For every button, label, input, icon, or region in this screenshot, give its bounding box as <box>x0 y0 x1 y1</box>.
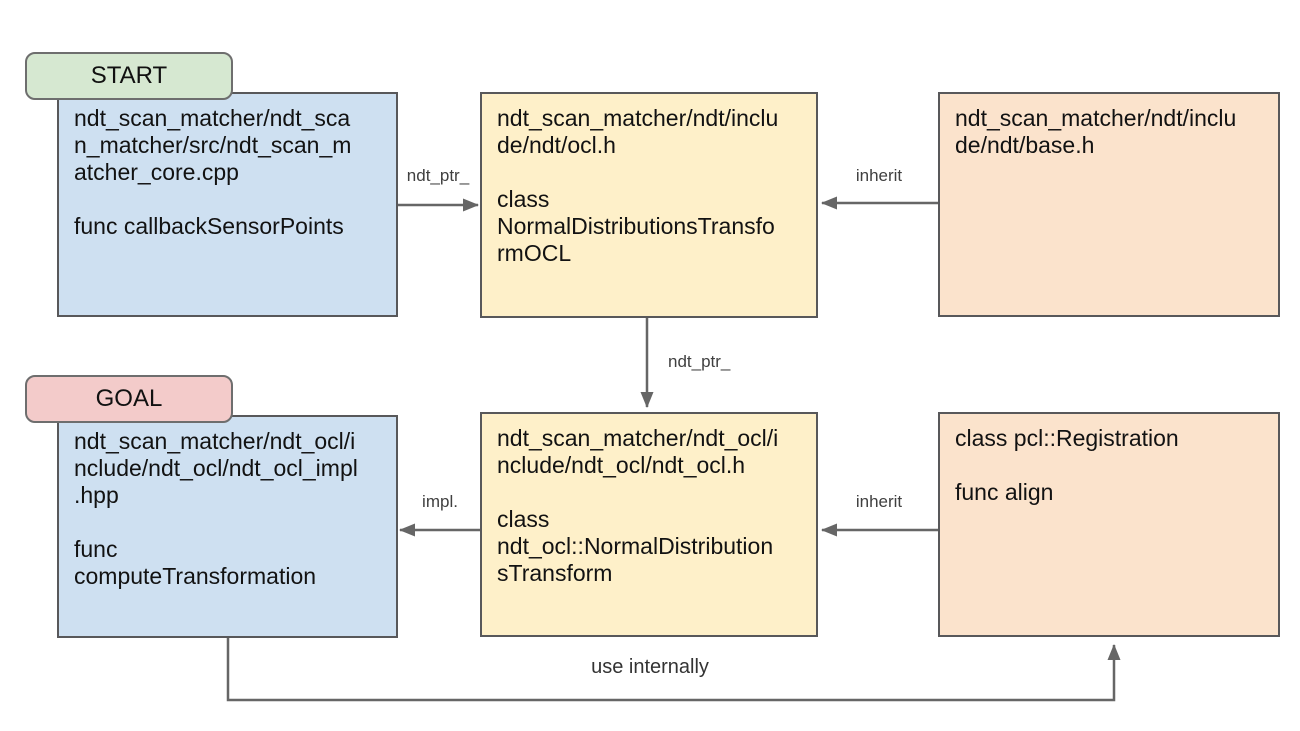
goal-badge-label: GOAL <box>95 385 163 412</box>
start-badge-label: START <box>90 62 168 89</box>
node-ndt-ocl-impl: ndt_scan_matcher/ndt_ocl/i nclude/ndt_oc… <box>57 415 398 638</box>
edge-label-inherit-top: inherit <box>855 166 903 185</box>
node-ndt-ocl-header: ndt_scan_matcher/ndt/inclu de/ndt/ocl.h … <box>480 92 818 318</box>
goal-badge: GOAL <box>25 375 233 423</box>
start-badge: START <box>25 52 233 100</box>
edge-label-ndt-ptr-top: ndt_ptr_ <box>406 166 470 185</box>
node-pcl-registration: class pcl::Registration func align <box>938 412 1280 637</box>
node-ndt-ocl-ndt-ocl-header: ndt_scan_matcher/ndt_ocl/i nclude/ndt_oc… <box>480 412 818 637</box>
node-ndt-scan-matcher-core: ndt_scan_matcher/ndt_sca n_matcher/src/n… <box>57 92 398 317</box>
edge-label-inherit-bottom: inherit <box>855 492 903 511</box>
edge-label-use-internally: use internally <box>591 656 709 678</box>
edge-label-ndt-ptr-vertical: ndt_ptr_ <box>668 352 731 371</box>
edge-label-impl: impl. <box>422 492 458 511</box>
node-ndt-base-header: ndt_scan_matcher/ndt/inclu de/ndt/base.h <box>938 92 1280 317</box>
